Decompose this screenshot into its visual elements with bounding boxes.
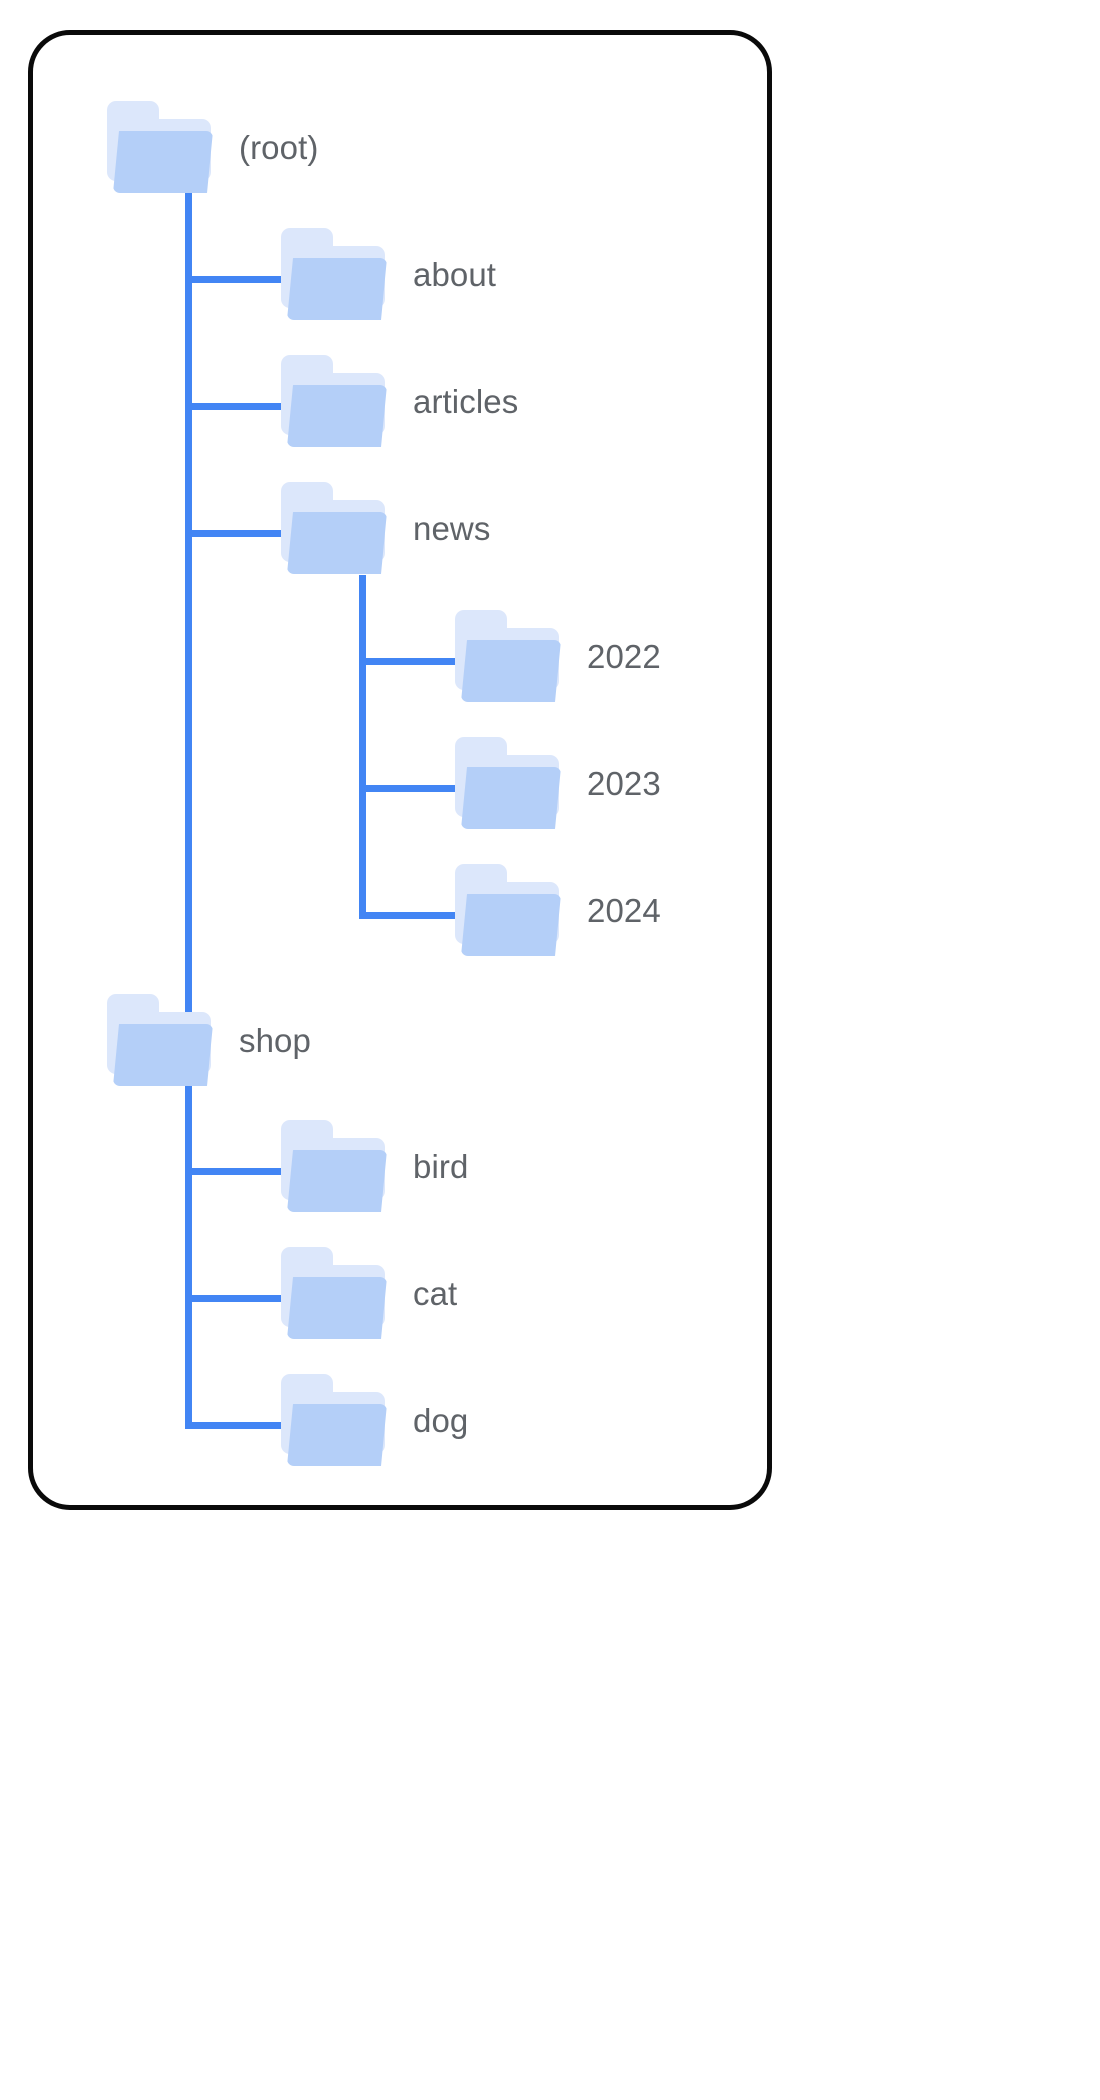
connector-news-to-2024 [359,912,490,919]
folder-icon [279,355,391,447]
folder-front-panel [287,1404,387,1466]
tree-node-news[interactable]: news [279,482,490,574]
folder-front-panel [461,767,561,829]
folder-icon [453,610,565,702]
connector-news-trunk [359,575,366,916]
folder-icon [453,864,565,956]
tree-node-label: dog [413,1401,469,1439]
folder-tree: (root) about articles [33,35,777,1515]
tree-node-2022[interactable]: 2022 [453,610,661,702]
folder-front-panel [287,1150,387,1212]
connector-shop-trunk [185,1085,192,1426]
diagram-card: (root) about articles [28,30,772,1510]
tree-node-bird[interactable]: bird [279,1120,468,1212]
folder-icon [105,101,217,193]
connector-shop-to-cat [185,1295,316,1302]
tree-node-label: 2023 [587,764,661,802]
folder-front-panel [461,894,561,956]
folder-front-panel [461,640,561,702]
connector-shop-to-dog [185,1422,316,1429]
folder-icon [279,1247,391,1339]
connector-news-to-2023 [359,785,490,792]
tree-node-2024[interactable]: 2024 [453,864,661,956]
folder-icon [105,994,217,1086]
tree-node-label: shop [239,1021,311,1059]
tree-node-label: 2022 [587,637,661,675]
tree-node-label: cat [413,1274,458,1312]
tree-node-dog[interactable]: dog [279,1374,468,1466]
connector-root-trunk [185,193,192,1049]
tree-node-label: 2024 [587,891,661,929]
folder-icon [279,1120,391,1212]
tree-node-about[interactable]: about [279,228,496,320]
tree-node-label: articles [413,382,519,420]
connector-root-to-about [185,276,316,283]
connector-shop-to-bird [185,1168,316,1175]
folder-front-panel [287,258,387,320]
tree-node-shop[interactable]: shop [105,994,311,1086]
tree-node-2023[interactable]: 2023 [453,737,661,829]
folder-icon [279,1374,391,1466]
tree-node-root[interactable]: (root) [105,101,318,193]
tree-node-articles[interactable]: articles [279,355,518,447]
folder-front-panel [287,385,387,447]
folder-icon [279,482,391,574]
tree-node-label: bird [413,1147,469,1185]
folder-front-panel [113,131,213,193]
folder-icon [279,228,391,320]
connector-news-to-2022 [359,658,490,665]
tree-node-cat[interactable]: cat [279,1247,457,1339]
folder-front-panel [287,512,387,574]
folder-front-panel [287,1277,387,1339]
tree-node-label: news [413,509,491,547]
tree-node-label: (root) [239,128,319,166]
connector-root-to-news [185,530,316,537]
folder-icon [453,737,565,829]
folder-front-panel [113,1024,213,1086]
tree-node-label: about [413,255,497,293]
connector-root-to-articles [185,403,316,410]
